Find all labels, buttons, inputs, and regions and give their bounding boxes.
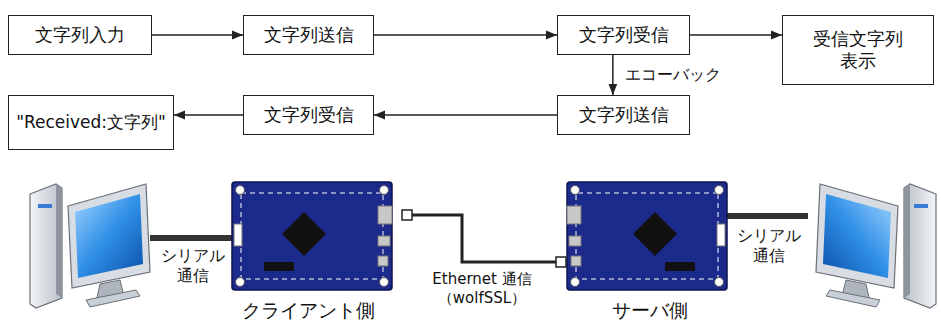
process-box: 文字列送信	[557, 95, 690, 135]
server-pc	[816, 184, 936, 308]
rj45-plug	[402, 210, 412, 220]
caption-label: Ethernet 通信 （wolfSSL）	[412, 270, 552, 308]
process-box: "Received:文字列"	[8, 95, 174, 150]
flow-arrow	[174, 114, 243, 116]
flow-arrow	[152, 34, 243, 36]
box-text: 受信文字列 表示	[810, 28, 906, 73]
box-text: 文字列受信	[264, 104, 354, 127]
process-box: 文字列受信	[243, 95, 374, 135]
flow-arrow	[374, 34, 557, 36]
rj45-plug	[556, 257, 566, 267]
process-box: 文字列入力	[8, 15, 152, 55]
client-pc	[30, 184, 150, 308]
caption-label: クライアント側	[228, 299, 388, 323]
client-board	[232, 182, 392, 290]
flow-arrow	[690, 34, 782, 36]
ethernet-cable	[412, 215, 556, 262]
process-box: 受信文字列 表示	[782, 15, 934, 85]
serial-cable	[727, 213, 808, 219]
server-board	[567, 182, 727, 290]
box-text: 文字列受信	[579, 24, 669, 47]
serial-cable	[150, 235, 234, 241]
box-text: 文字列入力	[35, 24, 125, 47]
edge-label: エコーバック	[623, 65, 723, 84]
caption-label: サーバ側	[580, 299, 720, 323]
process-box: 文字列送信	[243, 15, 374, 55]
box-text: 文字列送信	[264, 24, 354, 47]
caption-label: シリアル 通信	[728, 226, 810, 266]
box-text: "Received:文字列"	[16, 112, 166, 133]
process-box: 文字列受信	[557, 15, 690, 55]
flow-arrow	[374, 114, 557, 116]
box-text: 文字列送信	[579, 104, 669, 127]
flow-arrow	[612, 55, 614, 95]
caption-label: シリアル 通信	[152, 246, 234, 286]
